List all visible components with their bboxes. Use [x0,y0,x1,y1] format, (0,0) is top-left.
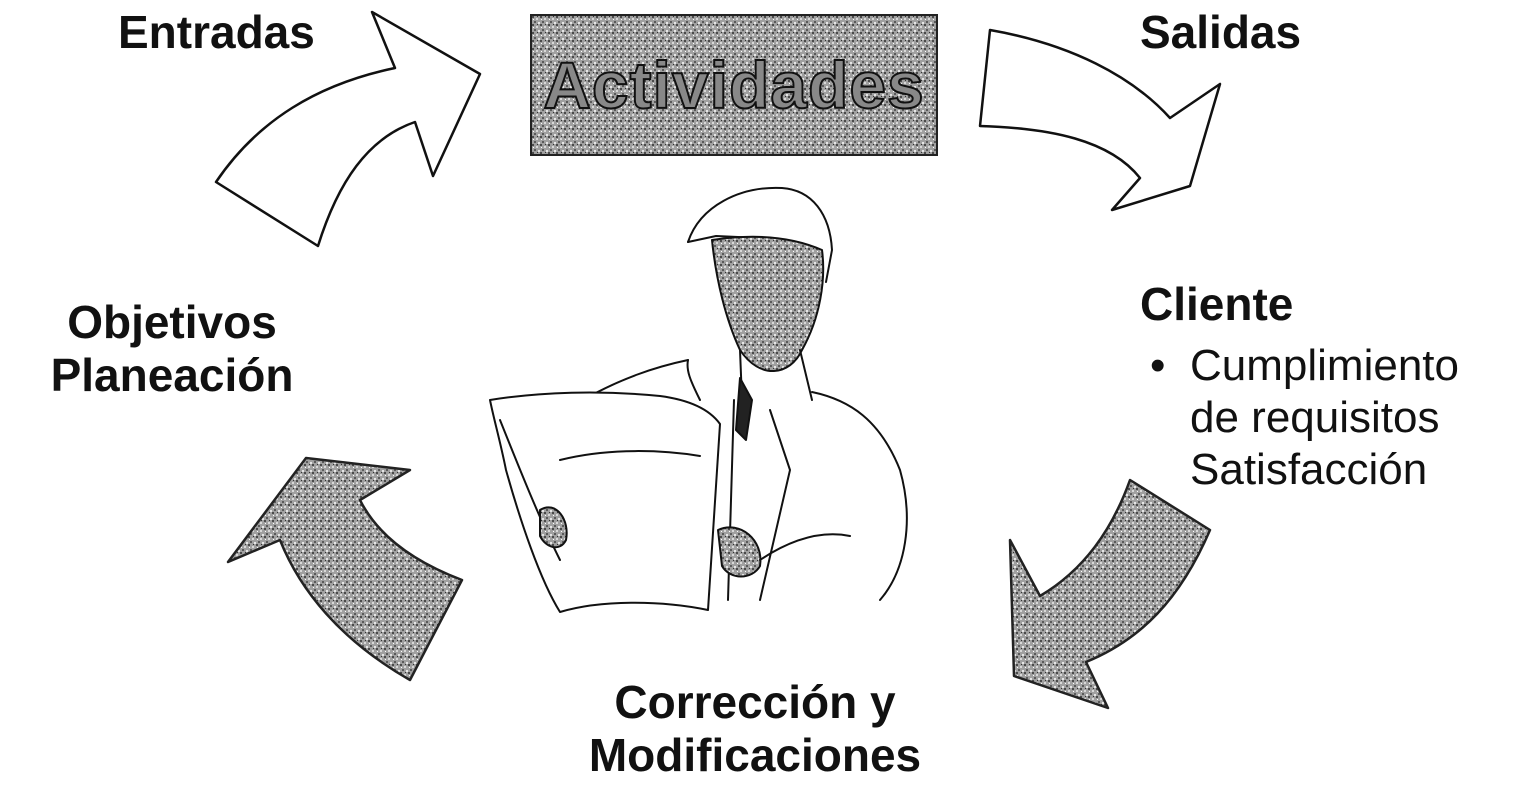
list-item: Satisfacción [1150,444,1459,496]
cumplimiento-text: Cumplimiento [1190,341,1459,390]
list-item: • Cumplimiento [1150,340,1459,392]
objetivos-planeacion-label: Objetivos Planeación [22,296,322,402]
list-item-continuation: de requisitos [1150,392,1459,444]
cliente-list: • Cumplimiento de requisitos Satisfacció… [1150,340,1459,496]
arrow-bottom-left-icon [226,456,464,682]
salidas-label: Salidas [1140,6,1302,58]
actividades-label: Actividades [542,48,925,122]
correccion-modificaciones-label: Corrección y Modificaciones [555,676,955,782]
entradas-label: Entradas [118,6,315,58]
arrow-top-right-icon [978,28,1222,212]
satisfaccion-text: Satisfacción [1190,444,1428,494]
planeacion-line: Planeación [50,348,294,401]
actividades-box: Actividades [530,14,938,156]
requisitos-text: de requisitos [1190,392,1440,442]
correccion-line: Corrección y [614,676,896,728]
engineer-figure-illustration [489,186,908,613]
box-texture [532,16,936,154]
modificaciones-line: Modificaciones [588,728,922,781]
bullet-icon: • [1150,341,1166,390]
arrow-top-left-icon [214,10,482,248]
cliente-label: Cliente [1140,278,1294,330]
objetivos-line: Objetivos [67,296,277,348]
arrow-bottom-right-icon [1008,478,1212,710]
